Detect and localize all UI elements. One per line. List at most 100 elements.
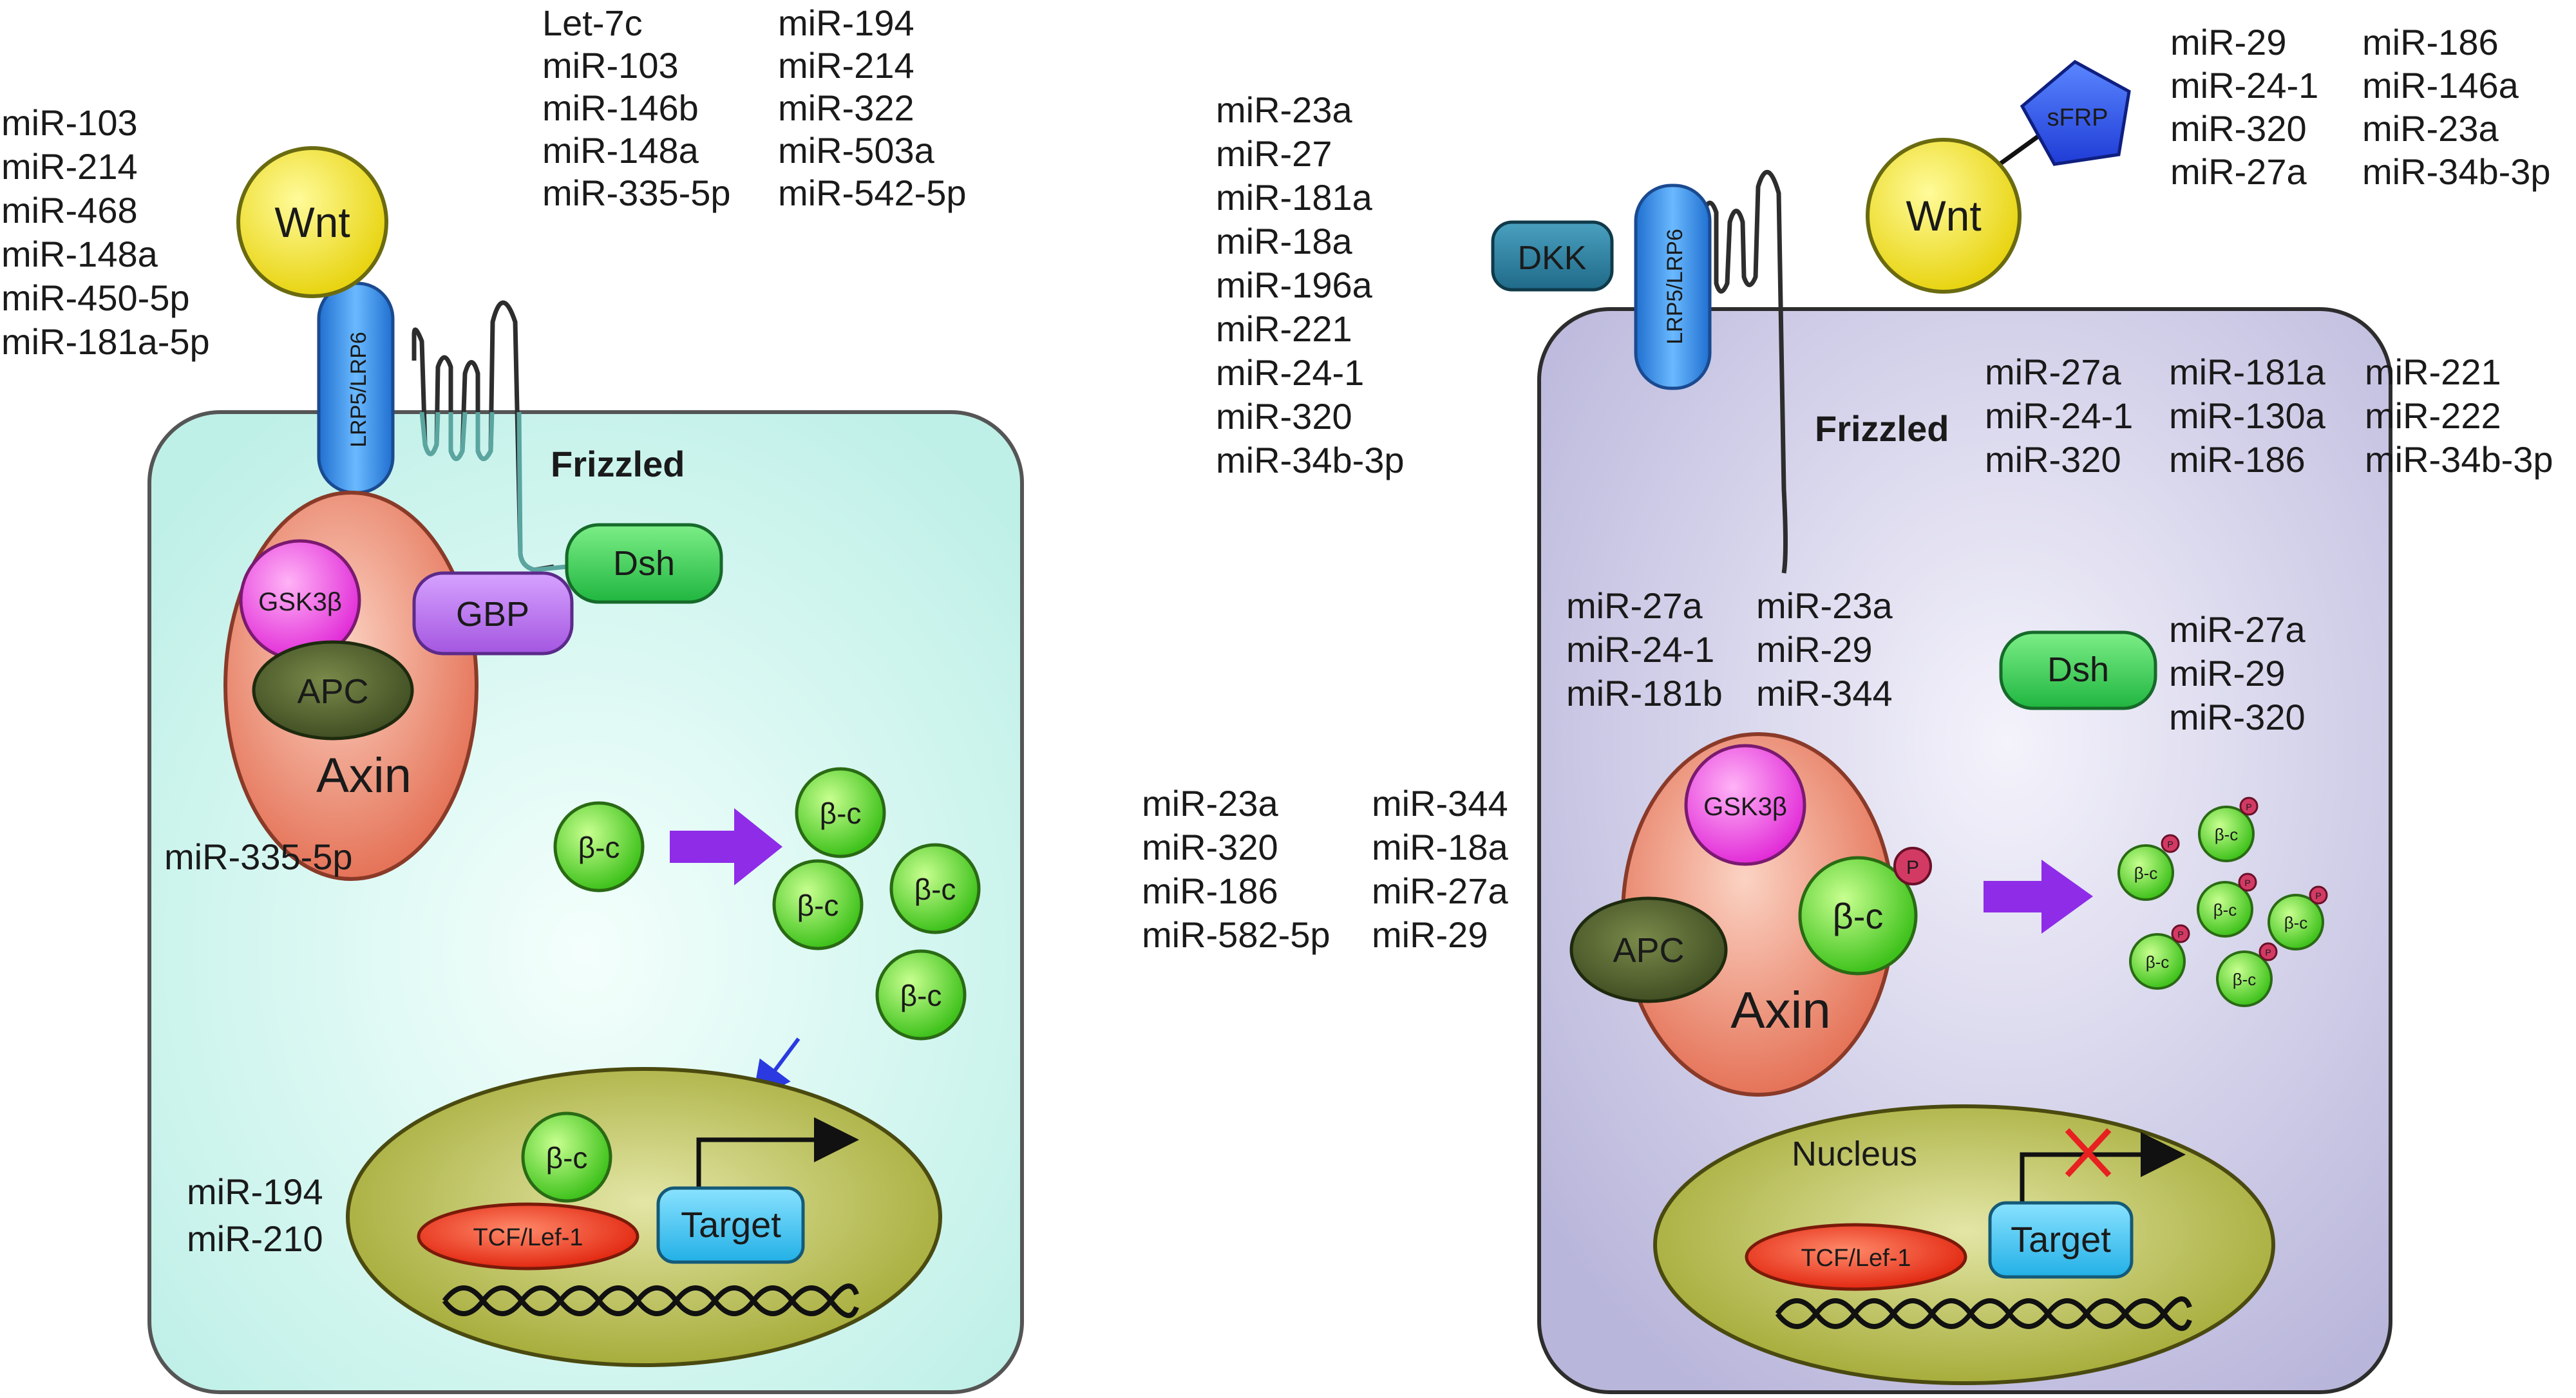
left-bc-3-label: β-c bbox=[914, 873, 956, 906]
svg-text:miR-24-1: miR-24-1 bbox=[1216, 352, 1364, 393]
svg-text:miR-34b-3p: miR-34b-3p bbox=[1216, 440, 1405, 480]
svg-text:miR-29: miR-29 bbox=[2170, 22, 2286, 62]
svg-text:miR-103: miR-103 bbox=[542, 45, 679, 86]
svg-text:β-c: β-c bbox=[2213, 900, 2237, 920]
right-dna-strand-2 bbox=[1775, 1298, 2192, 1331]
right-bc-bound bbox=[1798, 856, 1918, 976]
svg-text:miR-222: miR-222 bbox=[2365, 395, 2501, 436]
svg-text:Let-7c: Let-7c bbox=[542, 3, 643, 43]
svg-text:P: P bbox=[2244, 878, 2250, 888]
svg-text:miR-320: miR-320 bbox=[1142, 827, 1278, 867]
right-lrp-receptor bbox=[1634, 184, 1712, 390]
right-mir-dsh-list: miR-27a miR-29 miR-320 bbox=[2169, 609, 2306, 737]
right-tcf-lef1 bbox=[1745, 1223, 1967, 1291]
right-bc-bound-label: β-c bbox=[1833, 896, 1884, 936]
right-bc-degraded-3: β-c P bbox=[2197, 873, 2257, 938]
svg-text:miR-503a: miR-503a bbox=[778, 130, 935, 171]
left-wnt-ligand bbox=[236, 146, 388, 298]
svg-text:miR-214: miR-214 bbox=[1, 146, 138, 187]
left-gbp-label: GBP bbox=[456, 595, 529, 634]
svg-text:miR-320: miR-320 bbox=[2169, 697, 2306, 737]
svg-text:miR-23a: miR-23a bbox=[1142, 783, 1278, 824]
svg-text:miR-34b-3p: miR-34b-3p bbox=[2365, 439, 2553, 480]
svg-text:miR-194: miR-194 bbox=[187, 1171, 323, 1212]
left-bc-nuclear-label: β-c bbox=[546, 1141, 588, 1175]
left-accumulation-arrow bbox=[670, 808, 782, 885]
svg-text:miR-146a: miR-146a bbox=[2362, 65, 2519, 106]
svg-text:miR-27a: miR-27a bbox=[1985, 352, 2121, 392]
svg-text:P: P bbox=[2315, 891, 2321, 901]
right-transcription-block-icon bbox=[2065, 1128, 2112, 1178]
svg-text:β-c: β-c bbox=[2134, 864, 2158, 883]
right-bc-degraded-5: β-c P bbox=[2129, 924, 2190, 990]
svg-text:miR-27a: miR-27a bbox=[2169, 609, 2306, 650]
svg-text:miR-29: miR-29 bbox=[2169, 653, 2285, 694]
right-bc-degraded-4: β-c P bbox=[2268, 885, 2328, 950]
svg-text:miR-181a: miR-181a bbox=[1216, 177, 1373, 218]
right-bc-degraded-2: β-c P bbox=[2198, 797, 2259, 862]
left-wnt-label: Wnt bbox=[274, 198, 350, 246]
left-axin-label: Axin bbox=[316, 748, 412, 803]
svg-text:miR-322: miR-322 bbox=[778, 88, 914, 128]
right-lrp-label: LRP5/LRP6 bbox=[1663, 229, 1687, 345]
svg-text:miR-181b: miR-181b bbox=[1566, 673, 1723, 713]
left-target-label: Target bbox=[681, 1204, 781, 1245]
svg-text:miR-214: miR-214 bbox=[778, 45, 914, 86]
svg-text:miR-194: miR-194 bbox=[778, 3, 914, 43]
right-nucleus-label: Nucleus bbox=[1792, 1135, 1917, 1173]
svg-text:P: P bbox=[2265, 947, 2271, 958]
svg-text:miR-148a: miR-148a bbox=[542, 130, 699, 171]
middle-mir-col-b: miR-344 miR-18a miR-27a miR-29 bbox=[1372, 783, 1508, 955]
left-mir-frizzled-col2: miR-194 miR-214 miR-322 miR-503a miR-542… bbox=[778, 3, 967, 213]
left-bc-1-label: β-c bbox=[820, 797, 862, 830]
left-bc-3 bbox=[889, 843, 981, 934]
left-dna-strand-2 bbox=[442, 1285, 859, 1318]
left-tcf-lef1 bbox=[417, 1202, 639, 1270]
svg-text:P: P bbox=[2167, 839, 2173, 849]
right-apc-label: APC bbox=[1613, 931, 1684, 970]
svg-text:miR-582-5p: miR-582-5p bbox=[1142, 914, 1331, 955]
right-mir-frizzled-col1: miR-27a miR-24-1 miR-320 bbox=[1985, 352, 2133, 480]
right-mir-gsk-col1: miR-27a miR-24-1 miR-181b bbox=[1566, 585, 1723, 713]
right-frizzled-label: Frizzled bbox=[1815, 408, 1949, 449]
svg-text:β-c: β-c bbox=[2284, 913, 2308, 932]
right-mir-frizzled-col2: miR-181a miR-130a miR-186 bbox=[2169, 352, 2326, 480]
left-gsk3b-label: GSK3β bbox=[258, 588, 342, 616]
left-frizzled-label: Frizzled bbox=[551, 444, 685, 484]
left-tcf-label: TCF/Lef-1 bbox=[473, 1224, 583, 1251]
left-frizzled-intracellular bbox=[419, 411, 567, 572]
svg-text:miR-181a-5p: miR-181a-5p bbox=[1, 321, 210, 362]
svg-text:P: P bbox=[2246, 802, 2251, 812]
right-apc bbox=[1569, 896, 1728, 1003]
svg-text:miR-196a: miR-196a bbox=[1216, 265, 1373, 305]
left-bc-nuclear bbox=[521, 1111, 612, 1203]
right-sfrp-label: sFRP bbox=[2047, 104, 2108, 131]
right-dsh-protein bbox=[1999, 630, 2157, 710]
right-target-label: Target bbox=[2011, 1219, 2111, 1260]
right-mir-gsk-col2: miR-23a miR-29 miR-344 bbox=[1756, 585, 1893, 713]
svg-text:miR-27a: miR-27a bbox=[2170, 151, 2307, 192]
svg-text:miR-23a: miR-23a bbox=[2362, 108, 2499, 149]
svg-text:miR-186: miR-186 bbox=[2169, 439, 2306, 480]
right-bc-degraded-1: β-c P bbox=[2117, 834, 2180, 901]
left-bc-free-label: β-c bbox=[578, 831, 620, 864]
svg-text:miR-27: miR-27 bbox=[1216, 133, 1332, 174]
svg-text:β-c: β-c bbox=[2146, 952, 2170, 972]
svg-text:β-c: β-c bbox=[2233, 970, 2257, 989]
left-mir-nucleus-list: miR-194 miR-210 bbox=[187, 1171, 323, 1259]
svg-text:miR-320: miR-320 bbox=[1985, 439, 2121, 480]
right-mir-sfrp-col1: miR-29 miR-24-1 miR-320 miR-27a bbox=[2170, 22, 2318, 192]
left-mir-lrp-list: miR-103 miR-214 miR-468 miR-148a miR-450… bbox=[1, 102, 210, 362]
svg-text:miR-181a: miR-181a bbox=[2169, 352, 2326, 392]
right-wnt-label: Wnt bbox=[1906, 192, 1981, 240]
svg-text:miR-18a: miR-18a bbox=[1216, 221, 1352, 261]
left-mir-frizzled-col1: Let-7c miR-103 miR-146b miR-148a miR-335… bbox=[542, 3, 731, 213]
left-bc-4-label: β-c bbox=[900, 979, 942, 1012]
svg-text:miR-23a: miR-23a bbox=[1756, 585, 1893, 626]
left-panel: Frizzled LRP5/LRP6 Wnt Dsh Axin GSK3β AP… bbox=[1, 3, 1024, 1394]
right-dkk-inhibitor bbox=[1491, 220, 1614, 292]
left-gbp-protein bbox=[412, 571, 574, 656]
right-wnt-sfrp-link bbox=[1993, 132, 2043, 169]
svg-text:miR-221: miR-221 bbox=[1216, 308, 1352, 349]
